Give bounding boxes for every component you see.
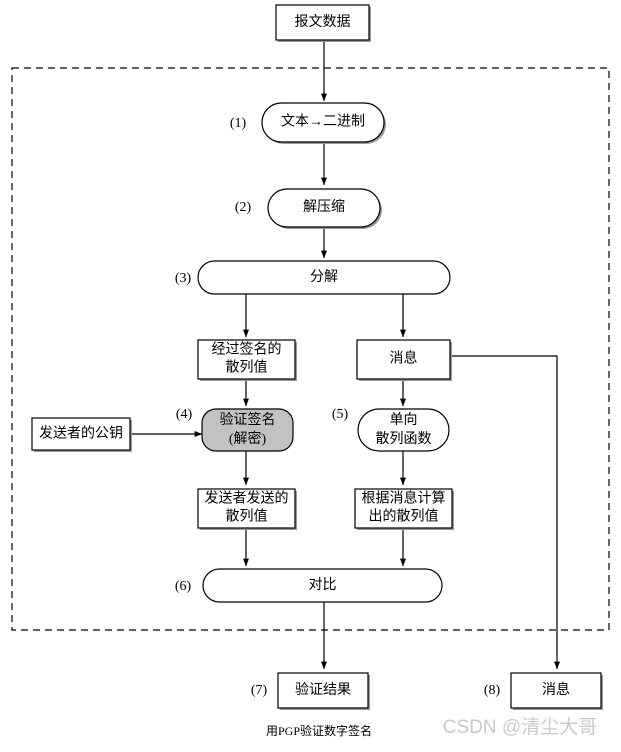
step-label-7: (7) <box>251 683 268 698</box>
node-decompress-label: 解压缩 <box>303 199 345 215</box>
node-sender-public-key[interactable]: 发送者的公钥 <box>31 417 132 452</box>
node-signed-hash[interactable]: 经过签名的 散列值 <box>197 339 297 381</box>
node-message-data[interactable]: 报文数据 <box>275 4 371 42</box>
node-message-mid-label: 消息 <box>390 350 418 367</box>
node-one-way-hash-label-line2: 散列函数 <box>376 431 432 447</box>
node-one-way-hash-label-line1: 单向 <box>390 412 418 428</box>
node-decompose-label: 分解 <box>310 269 338 285</box>
node-one-way-hash[interactable]: 单向 散列函数 <box>357 408 450 452</box>
step-label-4: (4) <box>176 407 193 422</box>
node-message-out-label: 消息 <box>542 681 570 698</box>
step-label-2: (2) <box>235 200 252 215</box>
node-decompress[interactable]: 解压缩 <box>267 188 382 229</box>
node-verify-signature-label-line1: 验证签名 <box>220 411 276 428</box>
csdn-watermark: CSDN @清尘大哥 <box>443 716 597 738</box>
node-compare-label: 对比 <box>309 577 337 593</box>
step-label-8: (8) <box>484 683 501 698</box>
node-verify-result[interactable]: 验证结果 <box>277 672 370 710</box>
node-sender-sent-hash[interactable]: 发送者发送的 散列值 <box>197 488 297 530</box>
node-decompose[interactable]: 分解 <box>197 260 451 295</box>
step-label-5: (5) <box>332 407 349 422</box>
node-sender-sent-hash-label-line1: 发送者发送的 <box>205 491 289 507</box>
node-signed-hash-label-line1: 经过签名的 <box>212 341 282 358</box>
node-sender-sent-hash-label-line2: 散列值 <box>226 509 268 525</box>
node-verify-result-label: 验证结果 <box>295 682 351 698</box>
node-text-to-binary[interactable]: 文本→二进制 <box>261 102 386 144</box>
edge-message-to-message-output <box>450 355 560 670</box>
node-message-data-label: 报文数据 <box>295 14 351 30</box>
node-verify-signature[interactable]: 验证签名 (解密) <box>201 408 294 452</box>
node-computed-hash[interactable]: 根据消息计算 出的散列值 <box>354 488 454 530</box>
node-signed-hash-label-line2: 散列值 <box>226 360 268 376</box>
step-label-1: (1) <box>230 116 247 131</box>
node-verify-signature-label-line2: (解密) <box>229 430 267 447</box>
step-label-6: (6) <box>175 579 192 594</box>
pgp-process-boundary <box>11 67 610 631</box>
node-message-mid[interactable]: 消息 <box>356 339 452 381</box>
diagram-caption: 用PGP验证数字签名 <box>266 723 372 738</box>
node-computed-hash-label-line2: 出的散列值 <box>369 509 439 525</box>
node-text-to-binary-label: 文本→二进制 <box>281 114 365 130</box>
node-compare[interactable]: 对比 <box>202 568 443 603</box>
step-label-3: (3) <box>175 271 192 286</box>
node-computed-hash-label-line1: 根据消息计算 <box>362 490 446 507</box>
node-message-out[interactable]: 消息 <box>510 672 603 710</box>
node-sender-public-key-label: 发送者的公钥 <box>39 426 123 442</box>
